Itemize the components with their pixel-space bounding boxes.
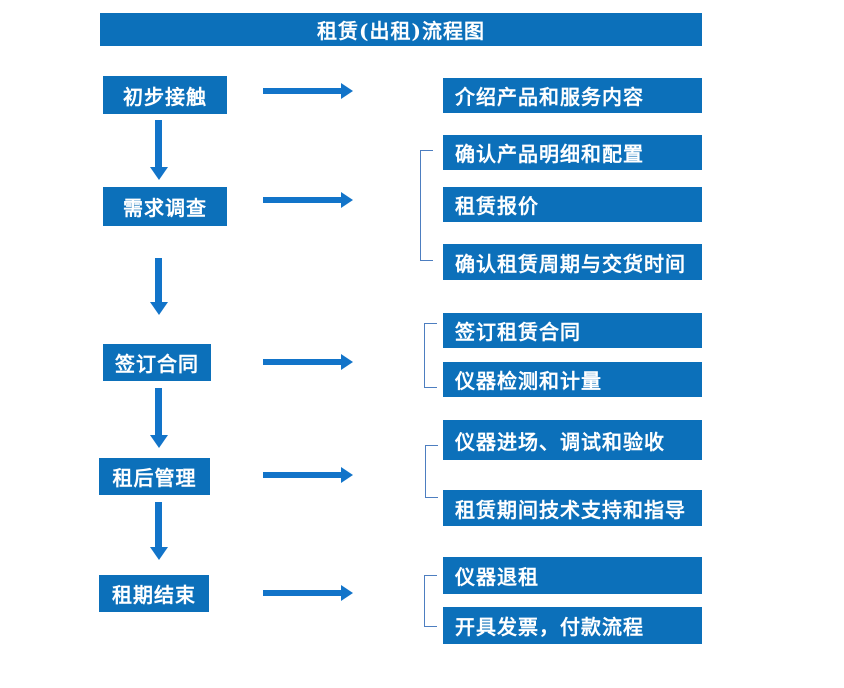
- group-bracket-icon: [425, 445, 438, 498]
- detail-confirm-rental-period-delivery: 确认租赁周期与交货时间: [443, 244, 702, 280]
- step-post-rental-management: 租后管理: [99, 458, 210, 495]
- detail-rental-quote: 租赁报价: [443, 187, 702, 222]
- flowchart-title: 租赁(出租)流程图: [100, 13, 702, 46]
- step-demand-survey: 需求调查: [103, 187, 227, 226]
- detail-instrument-entry-debug-acceptance: 仪器进场、调试和验收: [443, 420, 702, 460]
- step-rental-period-end: 租期结束: [99, 575, 209, 612]
- right-arrow-icon: [263, 83, 353, 99]
- detail-technical-support-guidance: 租赁期间技术支持和指导: [443, 490, 702, 526]
- down-arrow-icon: [149, 258, 168, 315]
- right-arrow-icon: [263, 192, 353, 208]
- down-arrow-icon: [149, 388, 168, 448]
- step-sign-contract: 签订合同: [103, 344, 211, 381]
- right-arrow-icon: [263, 585, 353, 601]
- detail-instrument-return: 仪器退租: [443, 557, 702, 594]
- detail-invoice-payment-process: 开具发票，付款流程: [443, 607, 702, 644]
- detail-introduce-products-services: 介绍产品和服务内容: [443, 78, 702, 113]
- group-bracket-icon: [420, 150, 433, 261]
- detail-instrument-testing-metering: 仪器检测和计量: [443, 362, 702, 397]
- down-arrow-icon: [149, 120, 168, 180]
- down-arrow-icon: [149, 502, 168, 560]
- step-initial-contact: 初步接触: [103, 76, 227, 114]
- detail-confirm-product-details-config: 确认产品明细和配置: [443, 135, 702, 170]
- right-arrow-icon: [263, 467, 353, 483]
- detail-sign-rental-contract: 签订租赁合同: [443, 313, 702, 348]
- right-arrow-icon: [263, 354, 353, 370]
- group-bracket-icon: [424, 323, 437, 388]
- group-bracket-icon: [424, 575, 437, 627]
